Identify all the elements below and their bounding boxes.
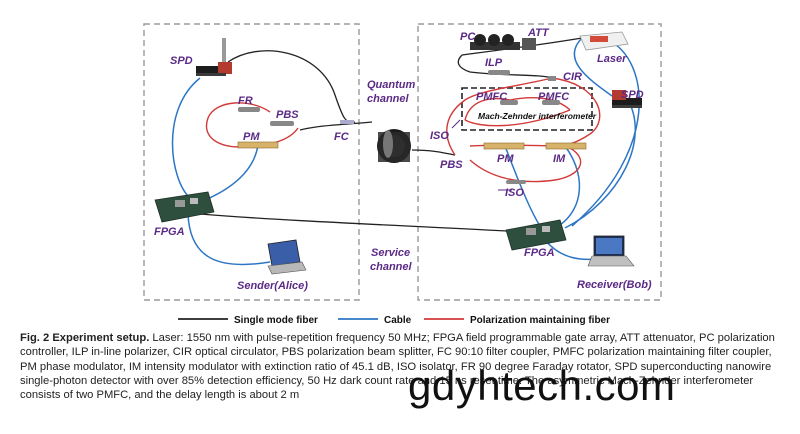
pm-left-component — [237, 141, 279, 149]
spd-right-device — [612, 90, 642, 108]
caption-body: Laser: 1550 nm with pulse-repetition fre… — [20, 332, 775, 402]
spd-left-device — [196, 38, 232, 76]
pmfc-components — [500, 100, 560, 105]
legend-label-single-mode: Single mode fiber — [234, 315, 318, 326]
laser-device — [579, 31, 629, 51]
laptop-left — [267, 239, 307, 275]
fiber-spool-pbs — [411, 149, 456, 156]
cable-laser-spd — [573, 37, 613, 97]
spd-right-label: SPD — [621, 89, 644, 101]
iso-label-1: ISO — [430, 130, 449, 142]
fiber-fc-spool — [299, 121, 373, 131]
fr-component — [238, 107, 260, 112]
fc-label: FC — [334, 131, 350, 143]
cable-laser-fpga-right — [571, 39, 640, 227]
legend-label-cable: Cable — [384, 315, 412, 326]
fc-component — [340, 120, 354, 124]
pm-right-component — [483, 142, 525, 150]
alice-box — [143, 23, 360, 301]
fiber-service-channel — [199, 213, 526, 233]
pbs-right-label: PBS — [440, 159, 463, 171]
fpga-left-label: FPGA — [154, 226, 185, 238]
watermark: gdyhtech.com — [408, 362, 676, 409]
pbs-left-component — [270, 121, 294, 126]
fiber-pc-att-laser — [461, 37, 583, 56]
pmf-iso-pbs — [446, 77, 553, 156]
cir-component — [548, 76, 556, 81]
iso-arrow-icon — [451, 119, 461, 129]
bob-box — [417, 23, 662, 301]
fiber-spool — [377, 129, 411, 163]
att-label: ATT — [527, 27, 550, 39]
att-device — [522, 38, 536, 50]
im-component — [545, 142, 587, 150]
receiver-label: Receiver(Bob) — [577, 279, 652, 291]
cable-im-fpga-right — [554, 145, 581, 229]
pmfc-label-1: PMFC — [476, 91, 508, 103]
quantum-channel-label-2: channel — [367, 93, 410, 105]
cable-spd-fpga-right — [564, 99, 636, 229]
fr-label: FR — [238, 95, 253, 107]
pmf-mzi-lower — [464, 109, 571, 127]
mzi-label: Mach-Zehnder interferometer — [478, 111, 597, 121]
pbs-left-label: PBS — [276, 109, 299, 121]
service-channel-label-1: Service — [371, 247, 410, 259]
fpga-left-board — [154, 191, 215, 223]
laptop-right — [587, 235, 635, 267]
quantum-channel-label-1: Quantum — [367, 79, 415, 91]
iso-right-component — [506, 180, 526, 184]
legend-label-pm-fiber: Polarization maintaining fiber — [470, 315, 610, 326]
laser-label: Laser — [597, 53, 627, 65]
iso-label-2: ISO — [505, 187, 524, 199]
pmfc-label-2: PMFC — [538, 91, 570, 103]
service-channel-label-2: channel — [370, 261, 413, 273]
legend: Single mode fiber Cable Polarization mai… — [178, 315, 610, 326]
cable-fpga-laptop-left — [187, 213, 271, 266]
cable-pm-fpga-left — [204, 144, 259, 201]
pm-right-label: PM — [497, 153, 514, 165]
pc-device — [470, 34, 520, 50]
cir-label: CIR — [563, 71, 582, 83]
cable-spd-fpga-left — [171, 77, 201, 199]
ilp-component — [488, 70, 510, 75]
im-label: IM — [553, 153, 566, 165]
fiber-ilp — [457, 54, 553, 79]
pm-left-label: PM — [243, 131, 260, 143]
caption-heading: Fig. 2 Experiment setup. — [20, 332, 150, 344]
cable-pm-fpga-right — [504, 145, 541, 227]
pc-label: PC — [460, 31, 476, 43]
fiber-spd-fc — [227, 50, 356, 124]
pmf-fr-loop — [205, 102, 271, 148]
spd-left-label: SPD — [170, 55, 193, 67]
mzi-box — [461, 87, 593, 131]
ilp-label: ILP — [485, 57, 503, 69]
sender-label: Sender(Alice) — [237, 280, 308, 292]
fpga-right-label: FPGA — [524, 247, 555, 259]
figure-caption: Fig. 2 Experiment setup. Laser: 1550 nm … — [20, 331, 790, 402]
fpga-right-board — [505, 219, 567, 251]
pmf-iso-loop — [469, 147, 582, 183]
